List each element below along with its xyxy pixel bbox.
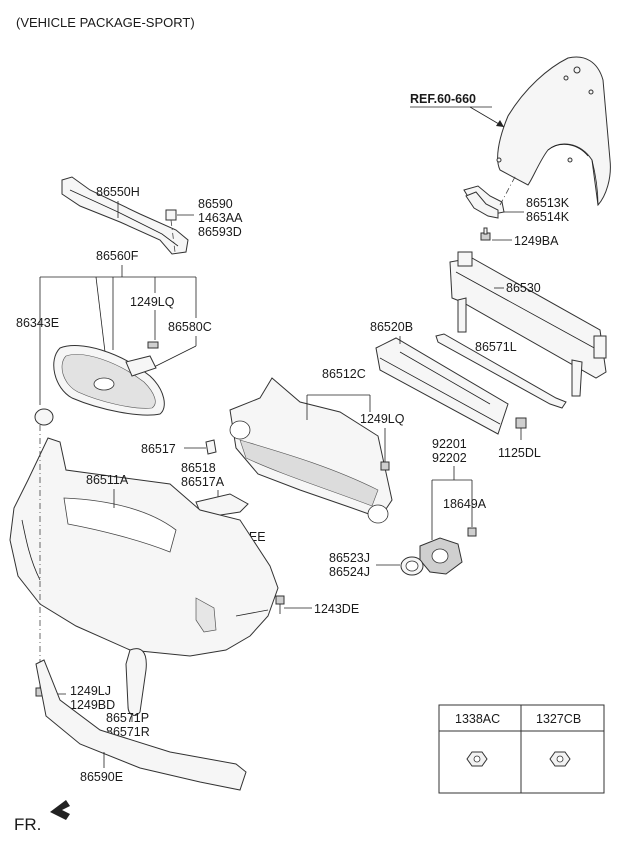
- bolt-1249BA: [480, 227, 491, 241]
- legend-header-1338AC: 1338AC: [455, 712, 500, 726]
- fender-bracket: [463, 174, 517, 219]
- legend-table: [438, 704, 605, 794]
- diagram-title: (VEHICLE PACKAGE-SPORT): [16, 15, 195, 30]
- part-86580C: [125, 355, 157, 377]
- clip-86517: [205, 439, 217, 455]
- legend-header-1327CB: 1327CB: [536, 712, 581, 726]
- label-1249LQ-a[interactable]: 1249LQ: [130, 295, 175, 309]
- label-86523J[interactable]: 86523J: [329, 551, 370, 565]
- nut-icon: [549, 751, 571, 767]
- side-reflector: [125, 648, 147, 716]
- screw-1243DE: [275, 595, 285, 605]
- label-1463AA[interactable]: 1463AA: [198, 211, 243, 225]
- fender-outline: [496, 56, 611, 207]
- label-1249BA[interactable]: 1249BA: [514, 234, 559, 248]
- label-1243DE[interactable]: 1243DE: [314, 602, 359, 616]
- label-86513K[interactable]: 86513K: [526, 196, 570, 210]
- label-86520B[interactable]: 86520B: [370, 320, 413, 334]
- label-86524J[interactable]: 86524J: [329, 565, 370, 579]
- label-86590E[interactable]: 86590E: [80, 770, 123, 784]
- lower-grille-frame: [229, 377, 393, 524]
- label-86571L[interactable]: 86571L: [475, 340, 517, 354]
- label-86511A[interactable]: 86511A: [86, 473, 129, 487]
- nut-icon: [466, 751, 488, 767]
- direction-label: FR.: [14, 815, 41, 834]
- label-1249LJ[interactable]: 1249LJ: [70, 684, 111, 698]
- label-86514K[interactable]: 86514K: [526, 210, 570, 224]
- label-86560F[interactable]: 86560F: [96, 249, 139, 263]
- lower-lip: [35, 659, 247, 791]
- bolt-1125DL: [515, 417, 527, 429]
- emblem: [34, 408, 54, 426]
- label-1249LQ-b[interactable]: 1249LQ: [360, 412, 405, 426]
- label-86590[interactable]: 86590: [198, 197, 233, 211]
- fog-lamp: [419, 527, 477, 575]
- label-86512C[interactable]: 86512C: [322, 367, 366, 381]
- label-86517A[interactable]: 86517A: [181, 475, 225, 489]
- reference-label[interactable]: REF.60-660: [410, 92, 476, 106]
- front-bumper-cover: [9, 437, 279, 657]
- direction-arrow-icon: [50, 800, 70, 820]
- group-86560F-lines: [39, 265, 197, 405]
- label-86593D[interactable]: 86593D: [198, 225, 242, 239]
- label-86550H[interactable]: 86550H: [96, 185, 140, 199]
- label-86530[interactable]: 86530: [506, 281, 541, 295]
- label-92202[interactable]: 92202: [432, 451, 467, 465]
- label-92201[interactable]: 92201: [432, 437, 467, 451]
- label-1125DL[interactable]: 1125DL: [498, 446, 541, 460]
- clip-86590: [165, 209, 177, 253]
- back-beam: [449, 251, 607, 397]
- screw-1249LQ-b: [380, 461, 390, 471]
- label-1249BD[interactable]: 1249BD: [70, 698, 115, 712]
- label-18649A[interactable]: 18649A: [443, 497, 487, 511]
- label-86343E[interactable]: 86343E: [16, 316, 59, 330]
- label-86571P[interactable]: 86571P: [106, 711, 149, 725]
- label-86580C[interactable]: 86580C: [168, 320, 212, 334]
- label-86518[interactable]: 86518: [181, 461, 216, 475]
- strip-86571L: [435, 333, 567, 409]
- energy-absorber: [375, 337, 509, 435]
- reference-arrowhead: [496, 120, 504, 127]
- upper-bracket: [61, 176, 189, 255]
- screw-1249LQ: [147, 341, 159, 349]
- upper-grille: [53, 345, 165, 416]
- label-86517[interactable]: 86517: [141, 442, 176, 456]
